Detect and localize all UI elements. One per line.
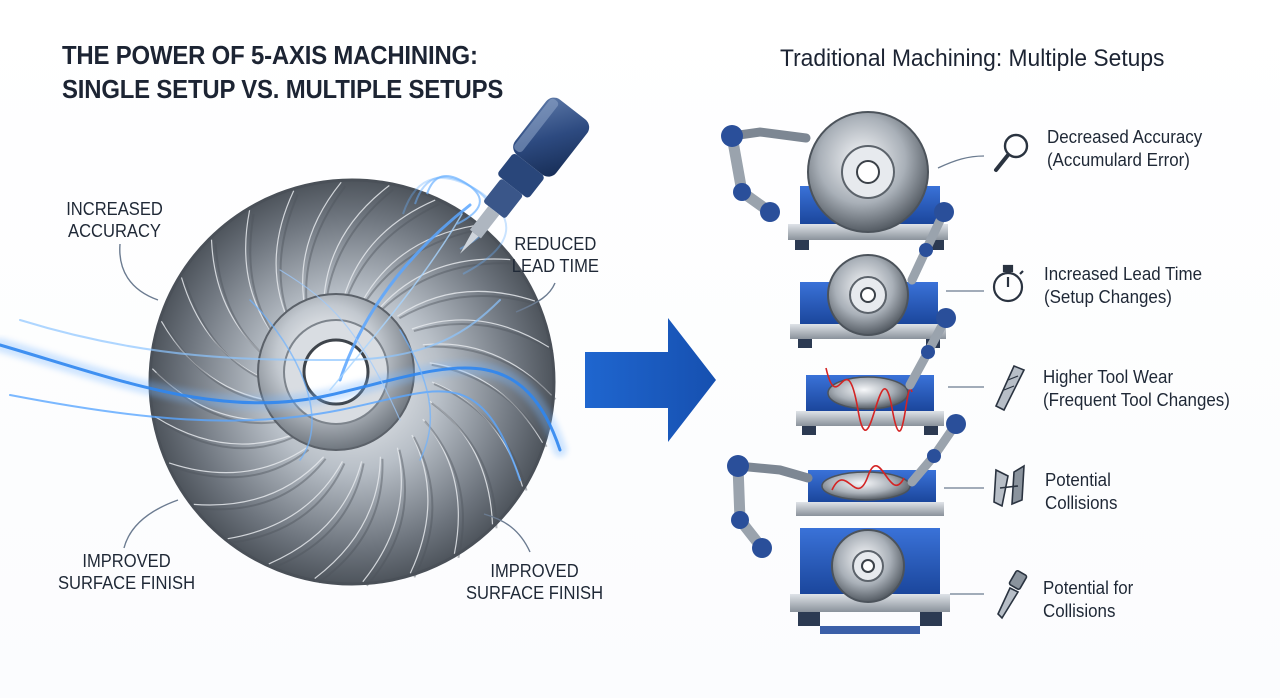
robot-arm-top-left (721, 125, 811, 222)
benefit-label-line-1: REDUCED (514, 234, 597, 254)
issue-label-line-1: Potential (1045, 470, 1111, 490)
issue-label-line-1: Higher Tool Wear (1043, 367, 1174, 387)
impeller-blade (429, 400, 494, 525)
robot-arm-right-3 (907, 414, 966, 487)
issue-label-line-1: Increased Lead Time (1044, 264, 1203, 284)
benefit-label-line-1: INCREASED (66, 199, 163, 219)
impeller-blade (397, 290, 536, 317)
impeller-blade (409, 434, 429, 574)
impeller-blade (268, 461, 363, 565)
impeller-blade-shadow (318, 458, 384, 584)
issue-label-line-2: (Setup Changes) (1044, 287, 1172, 307)
issue-label-line-2: (Frequent Tool Changes) (1043, 390, 1230, 410)
benefit-improved-surface-finish-left: IMPROVED SURFACE FINISH (58, 550, 195, 594)
robot-arms (721, 125, 966, 558)
impeller-blade-shadow (272, 463, 365, 569)
impeller-blade (314, 456, 381, 579)
impeller-blade (411, 319, 550, 348)
issue-decreased-accuracy: Decreased Accuracy (Accumulard Error) (1047, 126, 1202, 172)
impeller-blade-shadow (366, 449, 406, 587)
impeller-blade (422, 418, 459, 554)
impeller-blade (422, 343, 553, 396)
setup-1 (788, 111, 948, 250)
impeller-blade-shadow (343, 203, 440, 305)
main-title: THE POWER OF 5-AXIS MACHINING: SINGLE SE… (62, 38, 503, 106)
impeller-blade (193, 456, 325, 506)
issue-callout-lines (937, 155, 985, 595)
issue-increased-lead-time: Increased Lead Time (Setup Changes) (1044, 263, 1202, 309)
impeller-blade (168, 447, 307, 474)
impeller-blade-shadow (362, 228, 481, 306)
transition-arrow (585, 318, 716, 442)
robot-arm-right-2 (905, 308, 956, 390)
benefit-label-line-1: IMPROVED (490, 561, 579, 581)
impeller-blade-shadow (155, 372, 284, 425)
issue-higher-tool-wear: Higher Tool Wear (Frequent Tool Changes) (1043, 366, 1230, 412)
multiple-setups-illustration (721, 111, 985, 634)
impeller-illustration (148, 178, 557, 587)
benefit-label-line-2: SURFACE FINISH (465, 583, 604, 603)
benefit-reduced-lead-time: REDUCED LEAD TIME (512, 233, 599, 277)
impeller-blade (361, 224, 477, 303)
impeller-blade-shadow (424, 345, 557, 400)
spindle-tool-illustration (402, 97, 590, 275)
issue-label-line-2: Collisions (1045, 493, 1118, 513)
benefit-label-line-1: IMPROVED (82, 551, 171, 571)
impeller-blade-shadow (398, 295, 540, 320)
robot-arm-right-1 (907, 202, 954, 285)
benefit-label-line-2: SURFACE FINISH (57, 573, 196, 593)
main-title-line-1: THE POWER OF 5-AXIS MACHINING: (62, 40, 478, 70)
impeller-blade (379, 258, 511, 308)
issue-potential-collisions: Potential Collisions (1045, 469, 1117, 515)
impeller-blade-shadow (413, 323, 554, 353)
impeller-blade-shadow (197, 458, 327, 511)
issue-label-line-2: (Accumulard Error) (1047, 150, 1190, 170)
robot-arm-bottom-left (727, 455, 813, 558)
end-mill-icon (994, 364, 1026, 412)
stopwatch-icon (992, 264, 1024, 303)
issue-label-line-1: Potential for (1043, 578, 1134, 598)
impeller-blade (227, 461, 343, 540)
issue-potential-for-collisions: Potential for Collisions (1043, 577, 1133, 623)
traditional-title: Traditional Machining: Multiple Setups (780, 45, 1165, 72)
impeller-blade (341, 199, 436, 303)
main-title-line-2: SINGLE SETUP VS. MULTIPLE SETUPS (62, 74, 504, 104)
collision-icon (993, 464, 1025, 508)
impeller-blade-shadow (172, 449, 310, 479)
glow-streaks (0, 203, 567, 481)
impeller-blade-shadow (424, 420, 464, 559)
setup-5 (790, 528, 950, 634)
impeller-blade (154, 416, 293, 445)
setup-3 (796, 367, 944, 435)
drill-bit-icon (997, 570, 1028, 620)
setup-2 (790, 254, 946, 348)
benefit-label-line-2: ACCURACY (68, 221, 161, 241)
impeller-blade-shadow (413, 436, 434, 578)
impeller-blade-shadow (381, 262, 515, 310)
issue-label-line-2: Collisions (1043, 601, 1116, 621)
issue-label-line-1: Decreased Accuracy (1047, 127, 1203, 147)
magnifier-icon (994, 133, 1029, 172)
benefit-improved-surface-finish-right: IMPROVED SURFACE FINISH (466, 560, 603, 604)
benefit-increased-accuracy: INCREASED ACCURACY (66, 198, 163, 242)
benefit-callout-lines (119, 243, 556, 553)
impeller-blade (362, 447, 402, 583)
impeller-blade-shadow (231, 462, 346, 544)
impeller-blade (323, 185, 390, 308)
impeller-blade-shadow (158, 419, 295, 450)
benefit-label-line-2: LEAD TIME (511, 256, 599, 276)
impeller-blade-shadow (431, 402, 498, 529)
